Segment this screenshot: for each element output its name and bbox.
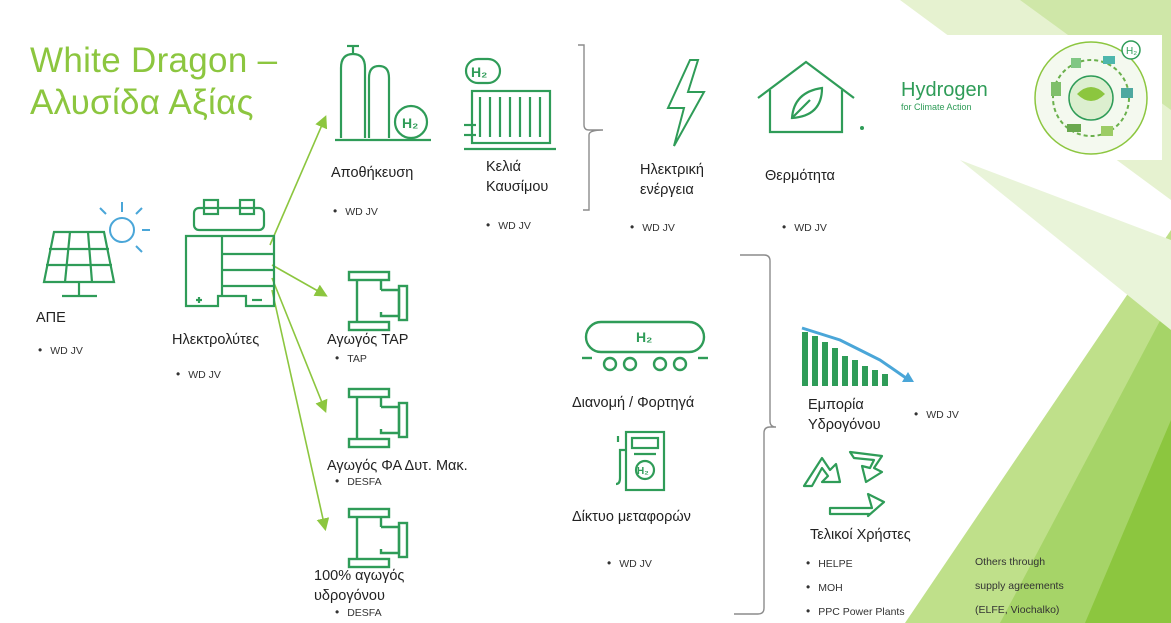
recycle-arrows-icon [802,450,886,518]
distribution-label: Διανομή / Φορτηγά [572,395,695,411]
ape-bullet: WD JV [38,343,83,358]
h2-pipeline-bullet: DESFA [335,605,381,620]
heat-bullet: WD JV [782,220,827,235]
others-line-3: (ELFE, Viochalko) [975,604,1060,616]
solar-panel-icon [42,202,150,298]
pipe-icon [347,507,409,569]
fuel-cell-icon: H₂ [464,57,556,151]
logo-word: Hydrogen [901,79,988,101]
transport-label: Δίκτυο μεταφορών [572,509,691,525]
end-users-label: Τελικοί Χρήστες [810,527,911,543]
ape-label: ΑΠΕ [36,310,66,326]
trading-label: Εμπορία Υδρογόνου [808,395,881,435]
others-line-2: supply agreements [975,580,1064,592]
hydrogen-logo-text: Hydrogen for Climate Action [901,79,988,113]
electricity-label-line-2: ενέργεια [640,182,694,198]
electricity-bullet: WD JV [630,220,675,235]
end-users-bullet-2: MOH [806,580,843,595]
storage-bullet: WD JV [333,204,378,219]
electrolysers-bullet: WD JV [176,367,221,382]
heat-label: Θερμότητα [765,168,835,184]
logo-tagline: for Climate Action [901,102,972,112]
fa-pipeline-label: Αγωγός ΦΑ Δυτ. Μακ. [327,458,468,474]
electricity-label-line-1: Ηλεκτρική [640,162,704,178]
house-leaf-icon [757,60,864,134]
h2-pipeline-label-line-2: υδρογόνου [314,588,385,604]
h2-pump-icon: H₂ [615,430,666,492]
page-title: White Dragon – Αλυσίδα Αξίας [30,40,277,124]
svg-text:H₂: H₂ [402,115,418,131]
trading-bullet: WD JV [914,407,959,422]
electricity-label: Ηλεκτρική ενέργεια [640,160,704,200]
svg-text:H₂: H₂ [636,329,652,345]
tank-truck-icon: H₂ [582,320,708,372]
h2-pipeline-label: 100% αγωγός υδρογόνου [314,566,404,606]
pipe-icon [347,387,409,449]
h2-pipeline-label-line-1: 100% αγωγός [314,568,405,584]
electrolyser-icon [184,198,276,308]
fa-pipeline-bullet: DESFA [335,474,381,489]
fuel-cells-label-line-2: Καυσίμου [486,179,549,195]
hydrogen-logo-card: Hydrogen for Climate Action H₂ [881,35,1162,160]
end-users-bullet-3: PPC Power Plants [806,604,904,619]
trading-label-line-1: Εμπορία [808,397,864,413]
others-line-1: Others through [975,556,1046,568]
tap-label: Αγωγός TAP [327,332,409,348]
svg-text:H₂: H₂ [637,466,649,477]
fuel-cells-bullet: WD JV [486,218,531,233]
globe-logo-icon: H₂ [1034,40,1148,155]
lightning-icon [666,59,706,147]
svg-text:H₂: H₂ [471,64,487,80]
others-note: Others through supply agreements (ELFE, … [975,553,1064,619]
title-line-2: Αλυσίδα Αξίας [30,83,254,122]
svg-text:H₂: H₂ [1126,46,1137,57]
fuel-cells-label-line-1: Κελιά [486,159,521,175]
transport-bullet: WD JV [607,556,652,571]
pipe-icon [347,270,409,332]
trading-label-line-2: Υδρογόνου [808,417,881,433]
storage-tanks-icon: H₂ [335,44,431,142]
end-users-bullet-1: HELPE [806,556,852,571]
storage-label: Αποθήκευση [331,165,414,181]
fuel-cells-label: Κελιά Καυσίμου [486,157,548,197]
electrolysers-label: Ηλεκτρολύτες [172,332,260,348]
declining-bars-icon [801,326,914,386]
title-line-1: White Dragon – [30,41,278,80]
tap-bullet: TAP [335,351,367,366]
